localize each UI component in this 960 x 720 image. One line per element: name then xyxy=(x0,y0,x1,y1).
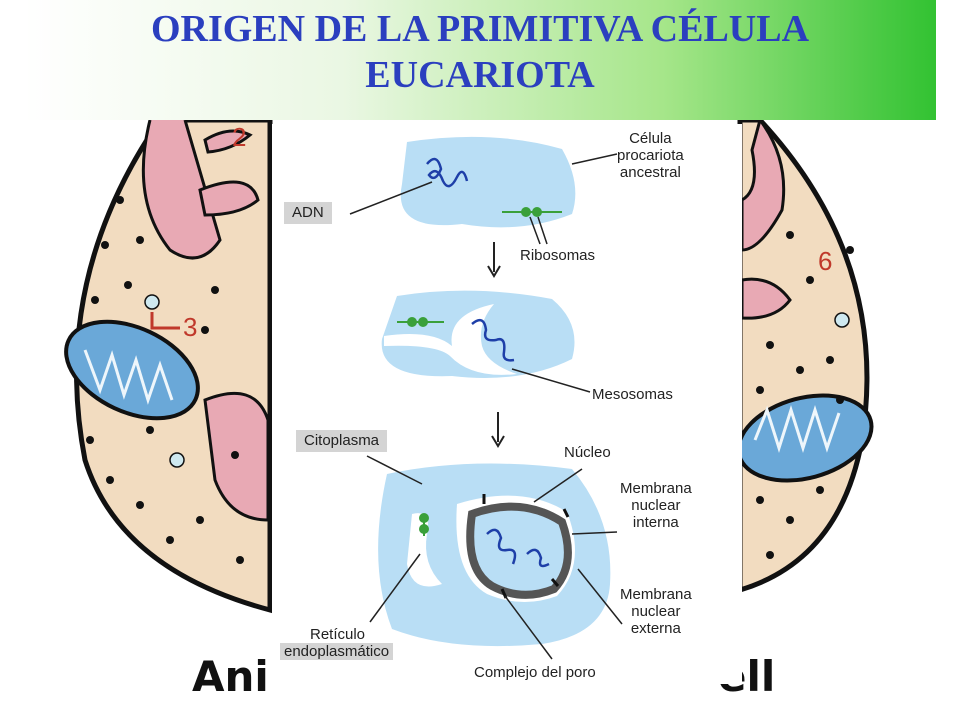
pointer-mark xyxy=(150,312,180,330)
leader-reticulo xyxy=(369,553,421,623)
caption-fragment-left: Ani xyxy=(192,652,269,701)
leader-adn xyxy=(349,181,433,215)
slide-title: ORIGEN DE LA PRIMITIVA CÉLULA EUCARIOTA xyxy=(24,6,936,98)
ribosome-pair xyxy=(397,317,444,327)
label-line: Retículo xyxy=(310,626,366,643)
er-fold xyxy=(740,277,792,320)
label-citoplasma: Citoplasma xyxy=(296,430,388,452)
label-line: externa xyxy=(630,620,681,637)
leader-ribosomas xyxy=(537,216,548,245)
er-fold xyxy=(198,180,260,217)
ribosome-pair xyxy=(502,207,562,217)
label-adn: ADN xyxy=(284,202,332,224)
stage-arrow-head xyxy=(491,435,505,448)
dna-strand xyxy=(426,157,469,188)
title-line-1: ORIGEN DE LA PRIMITIVA CÉLULA xyxy=(150,8,810,50)
dna-strand xyxy=(471,318,515,362)
label-membrana-interna: Membrana nuclear interna xyxy=(620,480,692,531)
mitochondrion-cristae xyxy=(753,405,841,453)
leader-citoplasma xyxy=(366,455,423,485)
leader-mesosomas xyxy=(511,368,591,393)
label-line: interna xyxy=(632,514,679,531)
label-line: Membrana xyxy=(620,586,692,603)
label-celula-procariota: Célula procariota ancestral xyxy=(617,130,684,181)
label-nucleo: Núcleo xyxy=(564,444,611,461)
leader-membrana-interna xyxy=(571,531,618,535)
vesicle xyxy=(169,452,185,468)
stage-arrow-head xyxy=(487,265,501,278)
label-line: procariota xyxy=(617,147,684,164)
title-line-2: EUCARIOTA xyxy=(365,54,595,96)
leader-membrana-externa xyxy=(577,568,623,625)
diagram-drawing xyxy=(349,136,623,660)
eukaryote-origin-diagram: Célula procariota ancestral ADN Ribosoma… xyxy=(272,124,742,684)
er-fold xyxy=(740,116,786,252)
er-fold xyxy=(141,119,222,260)
dna-strand xyxy=(486,528,550,568)
cell-number-6: 6 xyxy=(818,246,832,276)
mitochondrion-cristae xyxy=(83,349,174,405)
prokaryote-cell xyxy=(400,136,576,228)
label-reticulo: Retículo endoplasmático xyxy=(280,626,394,660)
label-line: nuclear xyxy=(631,603,681,620)
title-band xyxy=(24,0,936,120)
leader-nucleo xyxy=(533,468,583,503)
label-complejo-poro: Complejo del poro xyxy=(474,664,596,681)
label-line: ancestral xyxy=(619,164,681,181)
cell-number-2: 2 xyxy=(232,122,246,152)
label-mesosomas: Mesosomas xyxy=(592,386,673,403)
vesicle xyxy=(144,294,160,310)
label-line: Membrana xyxy=(620,480,692,497)
label-ribosomas: Ribosomas xyxy=(520,247,596,264)
label-membrana-externa: Membrana nuclear externa xyxy=(620,586,692,637)
leader-ribosomas xyxy=(529,216,541,245)
ribosome-pair xyxy=(419,513,429,536)
label-line: Célula xyxy=(629,130,672,147)
cell-number-3: 3 xyxy=(183,312,197,342)
leader-complejo-poro xyxy=(504,595,553,660)
label-line: nuclear xyxy=(631,497,681,514)
vesicle xyxy=(834,312,850,328)
er-fold xyxy=(203,129,253,154)
ribosome-dots xyxy=(86,196,854,564)
label-line-tag: endoplasmático xyxy=(280,643,394,660)
leader-celula xyxy=(571,153,618,165)
mesosome-fold xyxy=(384,304,517,375)
er-membrane xyxy=(407,513,442,587)
